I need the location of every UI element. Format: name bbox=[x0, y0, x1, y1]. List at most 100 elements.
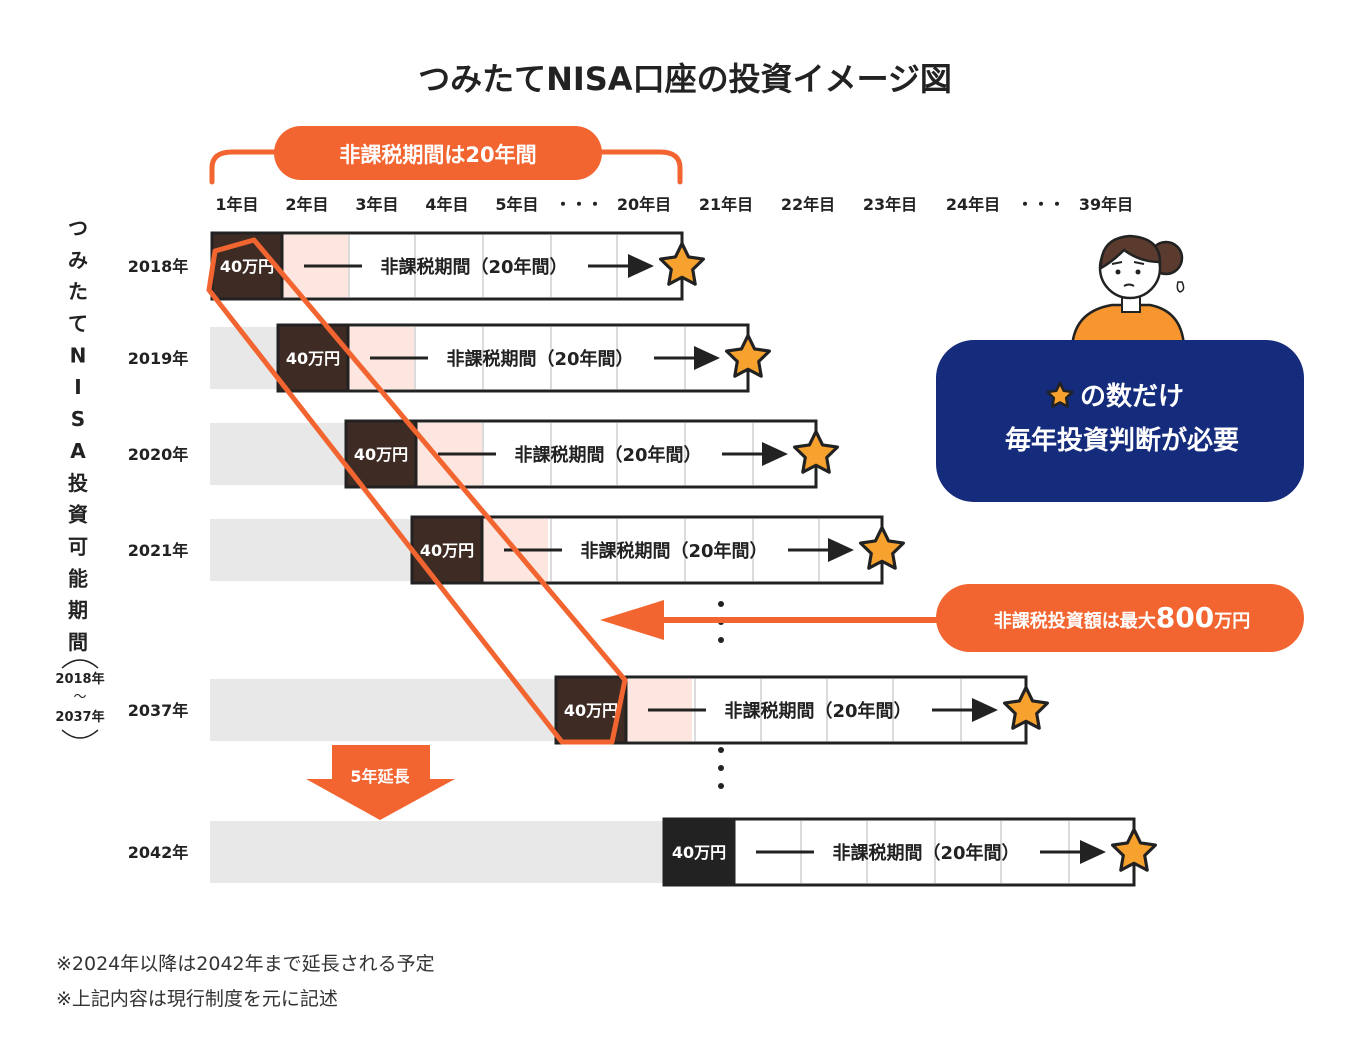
col-header-23: 23年目 bbox=[863, 195, 917, 214]
row-year-label: 2019年 bbox=[128, 349, 189, 368]
vertical-label-char: A bbox=[70, 439, 86, 463]
row-amount: 40万円 bbox=[220, 257, 274, 276]
row-amount-box bbox=[410, 515, 484, 585]
sweat-drop-icon bbox=[1176, 281, 1185, 293]
row-arrowhead bbox=[762, 442, 788, 466]
row-period-label: 非課税期間（20年間） bbox=[380, 256, 567, 278]
row-year-label: 2042年 bbox=[128, 843, 189, 862]
row-period-label: 非課税期間（20年間） bbox=[832, 842, 1019, 864]
diagram-title: つみたてNISA口座の投資イメージ図 bbox=[418, 60, 952, 98]
row-amount: 40万円 bbox=[564, 701, 618, 720]
star-icon bbox=[1003, 685, 1049, 730]
vertical-label-char: S bbox=[71, 407, 85, 431]
col-header-22: 22年目 bbox=[781, 195, 835, 214]
row-amount: 40万円 bbox=[420, 541, 474, 560]
col-header-21: 21年目 bbox=[699, 195, 753, 214]
note-2: ※上記内容は現行制度を元に記述 bbox=[56, 988, 338, 1010]
row-arrowhead bbox=[828, 538, 854, 562]
row-year-label: 2037年 bbox=[128, 701, 189, 720]
vertical-dots-2 bbox=[718, 747, 724, 789]
row-elapsed-bg bbox=[210, 821, 664, 883]
max-amount-value: 800 bbox=[1156, 601, 1214, 634]
col-header-39: 39年目 bbox=[1079, 195, 1133, 214]
extension-arrow bbox=[306, 745, 455, 820]
thinking-person-illustration bbox=[1070, 234, 1186, 358]
col-header-3: 3年目 bbox=[355, 195, 398, 214]
col-header-5: 5年目 bbox=[495, 195, 538, 214]
star-icon bbox=[859, 525, 905, 570]
max-amount-pill bbox=[936, 584, 1304, 652]
col-header-4: 4年目 bbox=[425, 195, 468, 214]
vertical-label-char: つ bbox=[68, 216, 88, 240]
row-arrowhead bbox=[972, 698, 998, 722]
range-end: 2037年 bbox=[55, 709, 104, 725]
range-start: 2018年 bbox=[55, 671, 104, 687]
row-period-label: 非課税期間（20年間） bbox=[446, 348, 633, 370]
max-amount-text: 非課税投資額は最大800万円 bbox=[994, 601, 1250, 634]
row-arrowhead bbox=[694, 346, 720, 370]
year-column-headers: 1年目 2年目 3年目 4年目 5年目 ・・・ 20年目 21年目 22年目 2… bbox=[215, 195, 1133, 214]
col-header-24: 24年目 bbox=[946, 195, 1000, 214]
row-year-label: 2018年 bbox=[128, 257, 189, 276]
vertical-label-char: み bbox=[68, 248, 88, 272]
vertical-label-char: て bbox=[68, 312, 88, 336]
row-elapsed-bg bbox=[210, 679, 556, 741]
row-6: 40万円 2042年 非課税期間（20年間） bbox=[128, 817, 1157, 887]
max-amount-prefix: 非課税投資額は最大 bbox=[994, 610, 1156, 632]
col-header-dots-1: ・・・ bbox=[555, 195, 603, 214]
vertical-label-char: I bbox=[74, 375, 81, 399]
vertical-label-char: 可 bbox=[68, 534, 88, 558]
row-1: 40万円 2018年 非課税期間（20年間） bbox=[128, 231, 705, 301]
row-3: 40万円 2020年 非課税期間（20年間） bbox=[128, 419, 839, 489]
note-1: ※2024年以降は2042年まで延長される予定 bbox=[56, 953, 435, 975]
extension-label: 5年延長 bbox=[350, 767, 410, 786]
callout-line-2: 毎年投資判断が必要 bbox=[1005, 425, 1239, 456]
vertical-range: 2018年 〜 2037年 bbox=[55, 659, 105, 739]
row-amount: 40万円 bbox=[672, 843, 726, 862]
diagonal-highlight-capsule bbox=[206, 237, 628, 745]
row-5: 40万円2037年非課税期間（20年間） bbox=[128, 675, 1049, 745]
callout-star-icon bbox=[1046, 381, 1074, 408]
range-bracket-bottom bbox=[61, 729, 99, 739]
star-icon bbox=[659, 241, 705, 286]
row-amount-box bbox=[662, 817, 736, 887]
max-amount-arrowhead bbox=[600, 600, 664, 640]
row-arrowhead bbox=[1080, 840, 1106, 864]
vertical-label-char: た bbox=[68, 280, 88, 304]
vertical-label-char: 投 bbox=[68, 471, 88, 495]
max-amount-callout: 非課税投資額は最大800万円 bbox=[600, 584, 1304, 652]
vertical-label-char: 資 bbox=[68, 503, 88, 527]
investment-decision-callout bbox=[936, 340, 1304, 502]
row-elapsed-bg bbox=[210, 519, 412, 581]
range-bracket-top bbox=[61, 659, 99, 669]
row-amount-box bbox=[344, 419, 418, 489]
col-header-dots-2: ・・・ bbox=[1017, 195, 1065, 214]
star-icon bbox=[793, 429, 839, 474]
col-header-1: 1年目 bbox=[215, 195, 258, 214]
tax-free-header-pill bbox=[274, 126, 602, 180]
row-4: 40万円 2021年 非課税期間（20年間） bbox=[128, 515, 905, 585]
row-amount: 40万円 bbox=[354, 445, 408, 464]
row-period-label: 非課税期間（20年間） bbox=[580, 540, 767, 562]
star-icon bbox=[1111, 827, 1157, 872]
investment-rows: 40万円2018年非課税期間（20年間）40万円2019年非課税期間（20年間）… bbox=[128, 231, 1157, 887]
col-header-2: 2年目 bbox=[285, 195, 328, 214]
row-year-label: 2021年 bbox=[128, 541, 189, 560]
row-year-label: 2020年 bbox=[128, 445, 189, 464]
row-elapsed-bg bbox=[210, 423, 346, 485]
star-icon bbox=[725, 333, 771, 378]
range-tilde: 〜 bbox=[73, 690, 86, 705]
row-period-label: 非課税期間（20年間） bbox=[514, 444, 701, 466]
tax-free-header-text: 非課税期間は20年間 bbox=[339, 143, 536, 167]
row-arrowhead bbox=[628, 254, 654, 278]
vertical-label-char: 能 bbox=[68, 566, 88, 590]
callout-line-1: の数だけ bbox=[1080, 382, 1184, 412]
vertical-label-char: 期 bbox=[68, 598, 88, 622]
col-header-20: 20年目 bbox=[617, 195, 671, 214]
row-2: 40万円 2019年 非課税期間（20年間） bbox=[128, 323, 771, 393]
row-amount: 40万円 bbox=[286, 349, 340, 368]
max-amount-suffix: 万円 bbox=[1213, 611, 1250, 632]
